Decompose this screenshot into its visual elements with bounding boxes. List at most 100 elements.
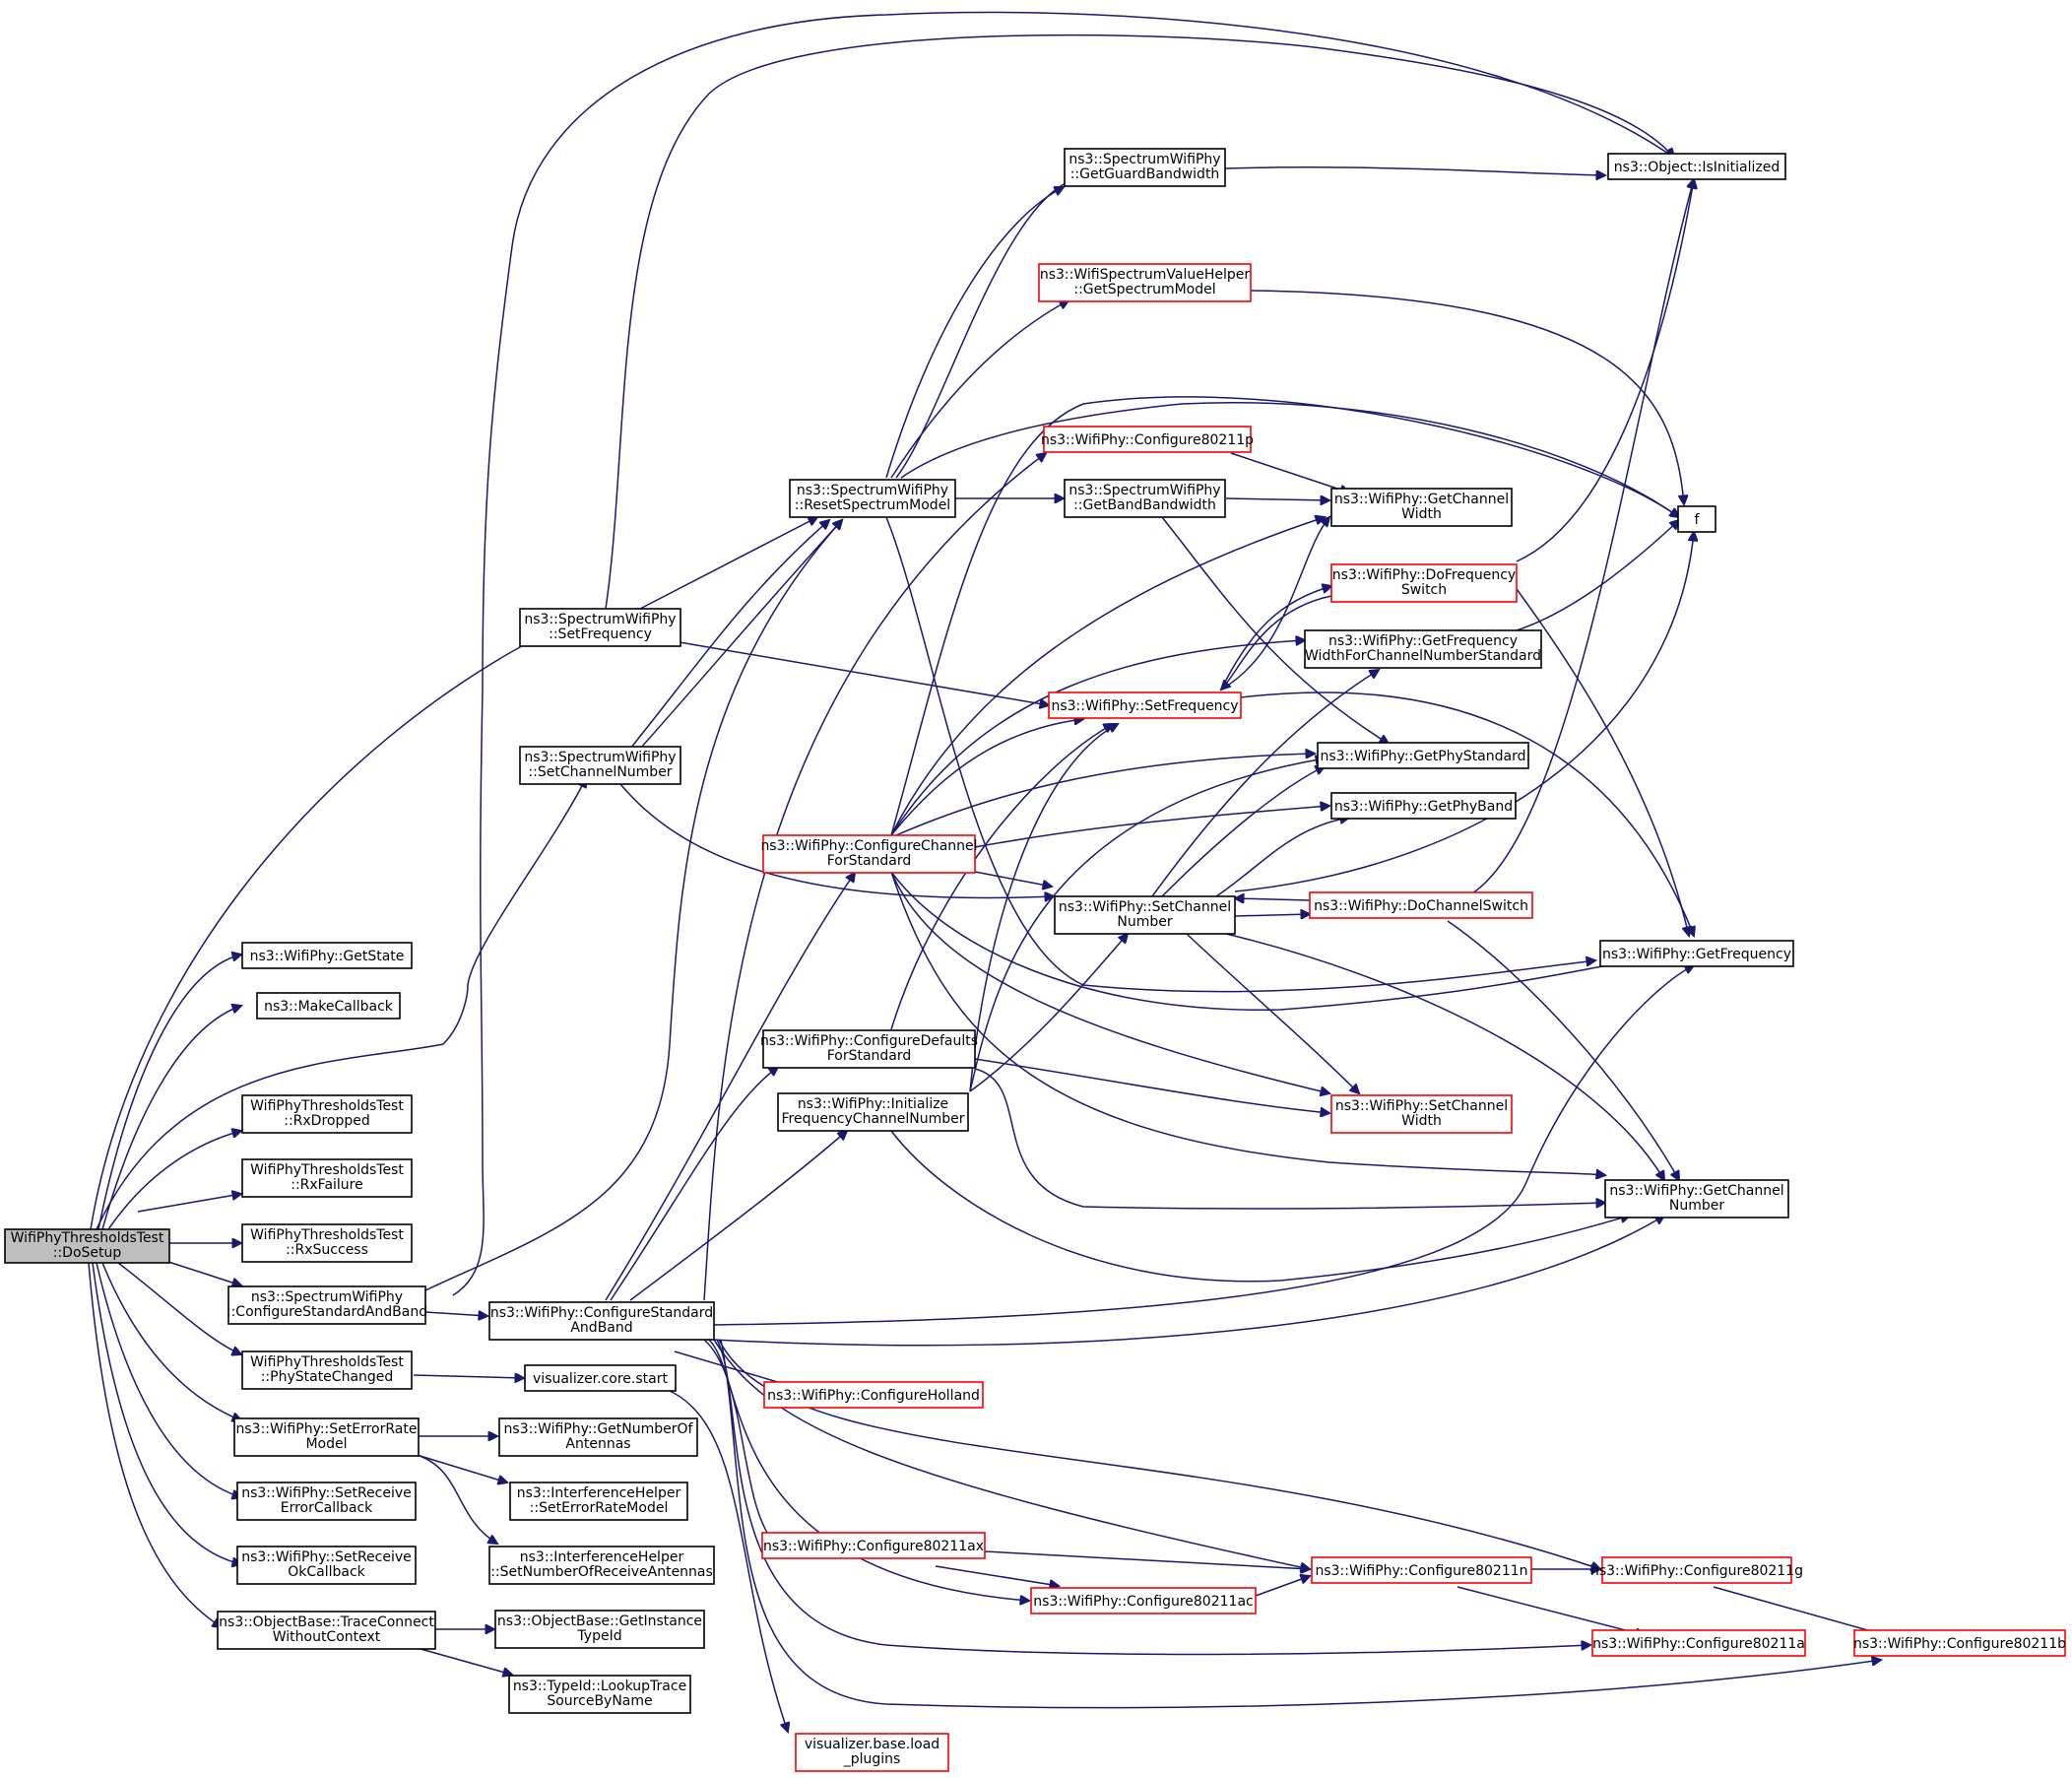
node-getinstancetypeid-line-1: ns3::ObjectBase::GetInstance [497,1613,702,1629]
node-rxdropped[interactable]: WifiPhyThresholdsTest ::RxDropped [241,1094,413,1134]
edge-dosetup-traceconnect [88,1262,222,1627]
edge-wp_setchan-dochanswitch [1234,914,1310,916]
node-conf80211ax[interactable]: ns3::WifiPhy::Configure80211ax [761,1532,986,1559]
edge-configdefstd-getchannum [974,1068,1605,1210]
node-conf80211n[interactable]: ns3::WifiPhy::Configure80211n [1311,1556,1532,1584]
node-getchannum[interactable]: ns3::WifiPhy::GetChannel Number [1604,1179,1789,1218]
node-spec_setchan-line-2: ::SetChannelNumber [528,764,672,780]
node-spec_configstdband[interactable]: ns3::SpectrumWifiPhy ::ConfigureStandard… [227,1285,427,1325]
node-dosetup[interactable]: WifiPhyThresholdsTest ::DoSetup [4,1228,170,1264]
node-rxdropped-line-1: WifiPhyThresholdsTest [250,1098,404,1114]
node-initfreqchan[interactable]: ns3::WifiPhy::Initialize FrequencyChanne… [777,1092,969,1132]
node-getinstancetypeid[interactable]: ns3::ObjectBase::GetInstance TypeId [494,1610,705,1649]
node-visbaseload-line-1: visualizer.base.load [805,1737,939,1752]
node-conf80211g[interactable]: ns3::WifiPhy::Configure80211g [1590,1556,1803,1584]
node-dofreqswitch[interactable]: ns3::WifiPhy::DoFrequency Switch [1330,563,1518,603]
node-configdefstd-line-1: ns3::WifiPhy::ConfigureDefaults [760,1033,978,1049]
node-visbaseload[interactable]: visualizer.base.load _plugins [795,1733,949,1772]
node-wp_configstdband[interactable]: ns3::WifiPhy::ConfigureStandard AndBand [488,1301,715,1341]
node-getspecmodel[interactable]: ns3::WifiSpectrumValueHelper ::GetSpectr… [1038,263,1252,302]
node-dofreqswitch-line-1: ns3::WifiPhy::DoFrequency [1332,567,1516,583]
node-getguardbw[interactable]: ns3::SpectrumWifiPhy ::GetGuardBandwidth [1064,148,1226,187]
node-f[interactable]: f [1677,505,1716,533]
edge-dosetup-phystatechanged [117,1262,241,1354]
node-setrecverr-line-1: ns3::WifiPhy::SetReceive [241,1485,412,1501]
node-f-line-1: f [1695,512,1701,528]
node-getnumantennas-line-2: Antennas [565,1436,630,1452]
node-getchanwidth[interactable]: ns3::WifiPhy::GetChannel Width [1330,488,1513,527]
node-setrecverr[interactable]: ns3::WifiPhy::SetReceive ErrorCallback [236,1482,417,1521]
node-spec_setfreq[interactable]: ns3::SpectrumWifiPhy ::SetFrequency [519,608,681,647]
node-makecallback[interactable]: ns3::MakeCallback [256,992,401,1020]
node-wp_configstdband-line-1: ns3::WifiPhy::ConfigureStandard [490,1305,713,1321]
node-dochanswitch[interactable]: ns3::WifiPhy::DoChannelSwitch [1309,891,1533,919]
node-wp_setfreq-line-1: ns3::WifiPhy::SetFrequency [1051,698,1238,714]
node-conf80211ac-line-1: ns3::WifiPhy::Configure80211ac [1033,1594,1253,1610]
node-getnumantennas[interactable]: ns3::WifiPhy::GetNumberOf Antennas [498,1417,698,1457]
node-setchanwidth[interactable]: ns3::WifiPhy::SetChannel Width [1330,1094,1513,1134]
node-conf80211a[interactable]: ns3::WifiPhy::Configure80211a [1591,1629,1806,1657]
node-spec_setfreq-line-2: ::SetFrequency [549,626,652,642]
node-lookuptrace[interactable]: ns3::TypeId::LookupTrace SourceByName [508,1675,691,1714]
edge-wp_configstdband-conf80211ax [703,1339,776,1545]
node-getbandbw[interactable]: ns3::SpectrumWifiPhy ::GetBandBandwidth [1064,479,1226,518]
node-setrecvok-line-1: ns3::WifiPhy::SetReceive [241,1549,412,1565]
node-getphystd[interactable]: ns3::WifiPhy::GetPhyStandard [1317,742,1529,769]
edge-wp_configstdband-conf80211a [716,1339,1590,1656]
edge-initfreqchan-getchannum [890,1130,1630,1283]
node-resetspectrum[interactable]: ns3::SpectrumWifiPhy ::ResetSpectrumMode… [789,479,956,518]
node-spec_setchan[interactable]: ns3::SpectrumWifiPhy ::SetChannelNumber [519,746,681,785]
node-setchanwidth-line-2: Width [1401,1113,1442,1129]
node-getphyband-line-1: ns3::WifiPhy::GetPhyBand [1334,799,1513,815]
node-rxsuccess[interactable]: WifiPhyThresholdsTest ::RxSuccess [241,1223,413,1263]
edge-wp_setchan-setchanwidth [1186,933,1359,1093]
node-getphyband[interactable]: ns3::WifiPhy::GetPhyBand [1330,792,1517,820]
node-getphystd-line-1: ns3::WifiPhy::GetPhyStandard [1320,749,1525,764]
node-ih_seterrorrate[interactable]: ns3::InterferenceHelper ::SetErrorRateMo… [509,1482,688,1521]
node-getchanwidth-line-2: Width [1401,506,1442,522]
edge-dofreqswitch-isinit [1516,179,1694,562]
node-phystatechanged[interactable]: WifiPhyThresholdsTest ::PhyStateChanged [241,1350,413,1390]
node-rxfailure[interactable]: WifiPhyThresholdsTest ::RxFailure [241,1158,413,1198]
node-conf80211b[interactable]: ns3::WifiPhy::Configure80211b [1853,1629,2066,1657]
node-ih_setnumrecv[interactable]: ns3::InterferenceHelper ::SetNumberOfRec… [488,1546,715,1585]
node-setrecvok[interactable]: ns3::WifiPhy::SetReceive OkCallback [236,1546,417,1585]
edge-dosetup-setrecvok [92,1262,241,1564]
edge-wp_configstdband-configchanstd [605,873,855,1301]
node-traceconnect[interactable]: ns3::ObjectBase::TraceConnect WithoutCon… [217,1611,436,1650]
edge-resetspectrum-f [900,401,1679,517]
edge-dosetup-spec_configstdband [164,1260,241,1285]
node-conf80211n-line-1: ns3::WifiPhy::Configure80211n [1315,1563,1527,1579]
node-initfreqchan-line-2: FrequencyChannelNumber [781,1111,964,1127]
node-wp_setfreq[interactable]: ns3::WifiPhy::SetFrequency [1048,691,1242,719]
node-lookuptrace-line-2: SourceByName [547,1693,652,1709]
node-ih_seterrorrate-line-2: ::SetErrorRateModel [530,1500,669,1516]
node-dochanswitch-line-1: ns3::WifiPhy::DoChannelSwitch [1314,898,1528,914]
node-conf80211p[interactable]: ns3::WifiPhy::Configure80211p [1041,426,1254,453]
node-dosetup-line-1: WifiPhyThresholdsTest [11,1230,164,1246]
node-conf80211ac[interactable]: ns3::WifiPhy::Configure80211ac [1030,1587,1257,1614]
node-rxdropped-line-2: ::RxDropped [284,1113,370,1129]
node-rxsuccess-line-2: ::RxSuccess [286,1242,368,1258]
node-getfreq[interactable]: ns3::WifiPhy::GetFrequency [1599,940,1794,967]
node-getchannum-line-2: Number [1669,1198,1724,1214]
edge-viscorestart-visbaseload [669,1390,788,1732]
node-viscorestart[interactable]: visualizer.core.start [524,1364,677,1392]
node-getstate[interactable]: ns3::WifiPhy::GetState [241,942,413,969]
node-wp_setchan[interactable]: ns3::WifiPhy::SetChannel Number [1054,895,1236,935]
node-isinit[interactable]: ns3::Object::IsInitialized [1607,153,1786,180]
node-configchanstd-line-2: ForStandard [827,853,912,869]
node-configchanstd[interactable]: ns3::WifiPhy::ConfigureChannel ForStanda… [760,834,978,874]
edge-configchanstd-getchannum [890,871,1605,1175]
node-getguardbw-line-2: ::GetGuardBandwidth [1070,166,1220,182]
node-seterrorrate[interactable]: ns3::WifiPhy::SetErrorRate Model [233,1417,420,1457]
node-viscorestart-line-1: visualizer.core.start [533,1371,668,1387]
node-visbaseload-line-2: _plugins [843,1751,901,1767]
node-getinstancetypeid-line-2: TypeId [576,1628,621,1644]
edge-configchanstd-wp_setfreq [890,719,1083,836]
node-getguardbw-line-1: ns3::SpectrumWifiPhy [1068,152,1220,167]
node-configdefstd[interactable]: ns3::WifiPhy::ConfigureDefaults ForStand… [760,1029,978,1069]
node-getchannum-line-1: ns3::WifiPhy::GetChannel [1609,1183,1783,1199]
node-confholland[interactable]: ns3::WifiPhy::ConfigureHolland [763,1381,984,1409]
node-getfreqwidth[interactable]: ns3::WifiPhy::GetFrequency WidthForChann… [1304,629,1542,669]
